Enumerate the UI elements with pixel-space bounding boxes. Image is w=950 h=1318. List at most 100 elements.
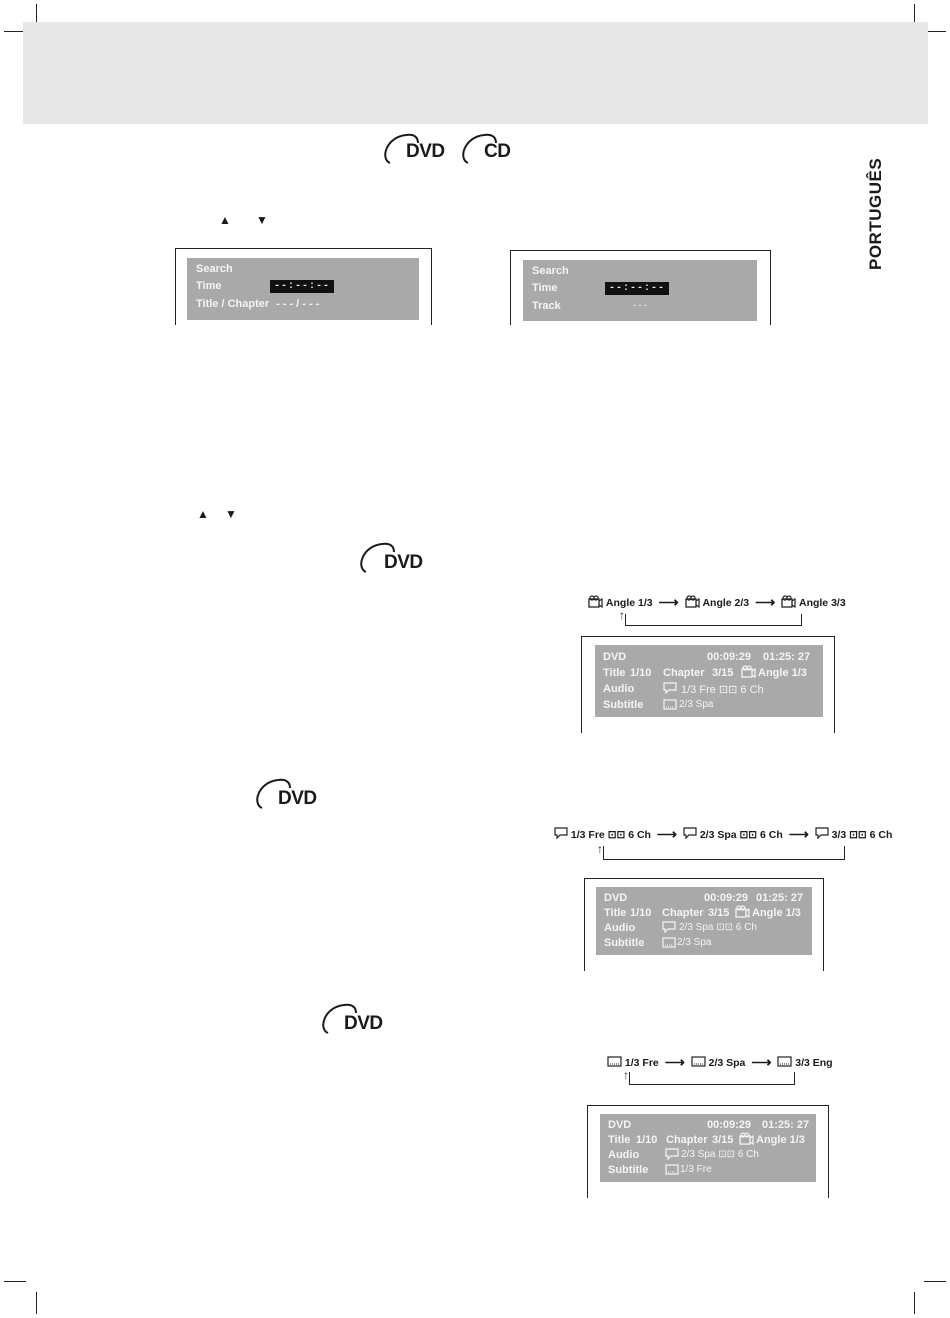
osd-subtitle-label: Subtitle	[608, 1164, 649, 1176]
speech-bubble-icon	[662, 921, 676, 936]
arrow-right-icon: ⟶	[664, 1054, 685, 1070]
cd-logo: CD	[458, 133, 518, 167]
disc-swoosh-icon	[322, 1003, 357, 1034]
crop-mark	[914, 1292, 915, 1314]
camera-icon	[741, 665, 756, 681]
subtitle-option: 1/3 Fre	[624, 1056, 659, 1069]
arrow-right-icon: ⟶	[656, 826, 677, 842]
camera-icon	[735, 905, 750, 921]
osd-angle: Angle 1/3	[758, 667, 807, 679]
audio-option: 3/3 ⊡⊡ 6 Ch	[831, 828, 893, 841]
osd-audio-label: Audio	[608, 1149, 640, 1161]
angle-option: Angle 1/3	[605, 596, 653, 609]
osd-subtitle-label: Subtitle	[604, 937, 645, 949]
camera-icon	[684, 594, 700, 611]
title-chapter-value[interactable]: - - - / - - -	[276, 298, 320, 310]
crop-mark	[4, 1281, 26, 1282]
camera-icon	[739, 1132, 754, 1148]
osd-total: 01:25: 27	[762, 1119, 810, 1131]
osd-elapsed: 00:09:29	[707, 1119, 752, 1131]
loop-back-line	[629, 1072, 795, 1085]
osd-title-label: Title	[604, 907, 627, 919]
speech-bubble-icon	[554, 827, 568, 842]
track-value[interactable]: - - -	[633, 300, 647, 310]
arrow-right-icon: ⟶	[658, 594, 679, 610]
subtitle-icon	[691, 1055, 706, 1070]
arrow-right-icon: ⟶	[751, 1054, 772, 1070]
loop-back-line	[625, 614, 802, 626]
crop-mark	[914, 4, 915, 22]
crop-mark	[924, 1281, 946, 1282]
osd-subtitle-label: Subtitle	[603, 699, 644, 711]
osd-chapter-label: Chapter	[662, 907, 704, 919]
up-arrow-icon: ▲	[197, 507, 209, 521]
audio-osd: DVD 00:09:29 01:25: 27 Title 1/10 Chapte…	[596, 887, 812, 955]
osd-chapter-label: Chapter	[666, 1134, 708, 1146]
dvd-logo: DVD	[356, 542, 426, 576]
osd-audio-label: Audio	[603, 683, 635, 695]
osd-title-label: Title	[603, 667, 626, 679]
speech-bubble-icon	[665, 1148, 679, 1163]
subtitle-sequence: 1/3 Fre ⟶ 2/3 Spa ⟶ 3/3 Eng	[607, 1054, 833, 1071]
subtitle-option: 3/3 Eng	[795, 1056, 833, 1069]
down-arrow-icon: ▼	[225, 507, 237, 521]
osd-total: 01:25: 27	[756, 892, 804, 904]
dvd-search-osd: Search Time --:--:-- Title / Chapter - -…	[187, 258, 419, 320]
osd-audio-value: 1/3 Fre ⊡⊡ 6 Ch	[681, 684, 764, 696]
osd-title-value: 1/10	[630, 667, 652, 679]
osd-title-label: Title	[608, 1134, 631, 1146]
osd-label-search: Search	[196, 263, 233, 275]
crop-mark	[36, 1292, 37, 1314]
disc-swoosh-icon	[256, 778, 291, 809]
osd-disc: DVD	[608, 1119, 632, 1131]
osd-label-search: Search	[532, 265, 569, 277]
osd-chapter-value: 3/15	[712, 1134, 734, 1146]
crop-mark	[36, 4, 37, 22]
time-input-field[interactable]: --:--:--	[270, 280, 335, 293]
osd-subtitle-value: 2/3 Spa	[679, 699, 714, 710]
osd-label-time: Time	[196, 280, 222, 292]
subtitle-icon	[777, 1055, 792, 1070]
cd-search-osd: Search Time --:--:-- Track - - -	[523, 260, 757, 321]
osd-label-title-chapter: Title / Chapter	[196, 298, 270, 310]
audio-option: 2/3 Spa ⊡⊡ 6 Ch	[699, 828, 783, 841]
osd-chapter-value: 3/15	[712, 667, 734, 679]
subtitle-option: 2/3 Spa	[708, 1056, 746, 1069]
speech-bubble-icon	[815, 827, 829, 842]
disc-swoosh-icon	[360, 542, 395, 573]
osd-title-value: 1/10	[630, 907, 652, 919]
speech-bubble-icon	[663, 682, 677, 697]
audio-sequence: 1/3 Fre ⊡⊡ 6 Ch ⟶ 2/3 Spa ⊡⊡ 6 Ch ⟶ 3/3 …	[554, 826, 892, 843]
subtitle-icon	[662, 937, 676, 951]
osd-label-time: Time	[532, 282, 558, 294]
camera-icon	[588, 594, 603, 611]
arrow-up-icon: ↑	[623, 1068, 629, 1082]
disc-swoosh-icon	[384, 133, 419, 164]
osd-elapsed: 00:09:29	[704, 892, 749, 904]
speech-bubble-icon	[683, 827, 697, 842]
crop-mark	[924, 31, 946, 32]
osd-audio-label: Audio	[604, 922, 636, 934]
language-tab: PORTUGUÊS	[866, 157, 885, 270]
disc-swoosh-icon	[462, 133, 497, 164]
osd-subtitle-value: 2/3 Spa	[677, 937, 712, 948]
arrow-right-icon: ⟶	[788, 826, 809, 842]
osd-chapter-value: 3/15	[708, 907, 730, 919]
angle-osd: DVD 00:09:29 01:25: 27 Title 1/10 Chapte…	[595, 645, 823, 717]
osd-audio-value: 2/3 Spa ⊡⊡ 6 Ch	[681, 1149, 759, 1160]
arrow-right-icon: ⟶	[755, 594, 776, 610]
subtitle-osd: DVD 00:09:29 01:25: 27 Title 1/10 Chapte…	[600, 1114, 816, 1182]
time-input-field[interactable]: --:--:--	[605, 282, 670, 295]
osd-label-track: Track	[532, 300, 561, 312]
osd-title-value: 1/10	[636, 1134, 658, 1146]
dvd-logo: DVD	[318, 1003, 388, 1037]
osd-chapter-label: Chapter	[663, 667, 705, 679]
osd-elapsed: 00:09:29	[707, 651, 752, 663]
audio-option: 1/3 Fre ⊡⊡ 6 Ch	[570, 828, 651, 841]
down-arrow-icon: ▼	[256, 213, 268, 227]
up-arrow-icon: ▲	[219, 213, 231, 227]
subtitle-icon	[663, 699, 677, 713]
crop-mark	[4, 31, 26, 32]
arrow-up-icon: ↑	[597, 842, 603, 856]
subtitle-icon	[607, 1055, 622, 1070]
